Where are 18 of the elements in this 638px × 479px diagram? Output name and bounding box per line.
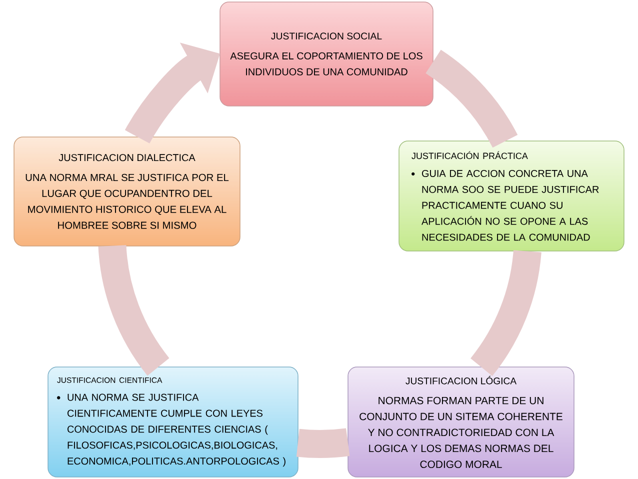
heading: JUSTIFICACION LÓGICA — [406, 376, 516, 384]
description: ASEGURA EL COPORTAMIENTO DE LOS INDIVIDUOS DE UNA COMUNIDAD — [230, 52, 422, 76]
description: GUIA DE ACCION CONCRETA UNA NORMA SOO SE PUEDE JUSTIFICAR PRACTICAMENTE CUANO SU APLICACIÓN NO SE OPONE A LAS NECESIDADES DE LA COMUNIDAD — [422, 170, 599, 241]
description: UNA NORMA SE JUSTIFICA CIENTIFICAMENTE CUMPLE CON LEYES CONOCIDAS DE DIFERENTES CIENCIAS ( FILOSOFICAS,PSICOLOGICAS,BIOLOGICAS,ECONOMICA,POLITICAS.ANTORPOLOGICAS ) — [68, 394, 286, 467]
curved-connector — [296, 428, 350, 458]
rounded-box — [48, 366, 298, 478]
heading: JUSTIFICACIÓN PRÁCTICA — [412, 151, 528, 160]
rounded-box — [220, 2, 434, 106]
curved-connector — [470, 250, 542, 376]
description: NORMAS FORMAN PARTE DE UN CONJUNTO DE UN SITEMA COHERENTE Y NO CONTRADICTORIEDAD CON LA LOGICA Y LOS DEMAS NORMAS DEL CODIGO MORAL — [360, 396, 562, 468]
rounded-box — [14, 136, 240, 246]
rounded-box — [348, 366, 574, 478]
curved-connector — [98, 244, 170, 376]
description: UNA NORMA MRAL SE JUSTIFICA POR EL LUGAR QUE OCUPANDENTRO DEL MOVIMIENTO HISTORICO QUE ELEVA AL HOMBREE SOBRE SI MISMO — [26, 174, 229, 229]
curved-connector — [425, 50, 518, 148]
heading: JUSTIFICACION SOCIAL — [271, 32, 382, 40]
heading: JUSTIFICACION DIALECTICA — [58, 154, 196, 162]
rounded-box — [398, 140, 624, 252]
